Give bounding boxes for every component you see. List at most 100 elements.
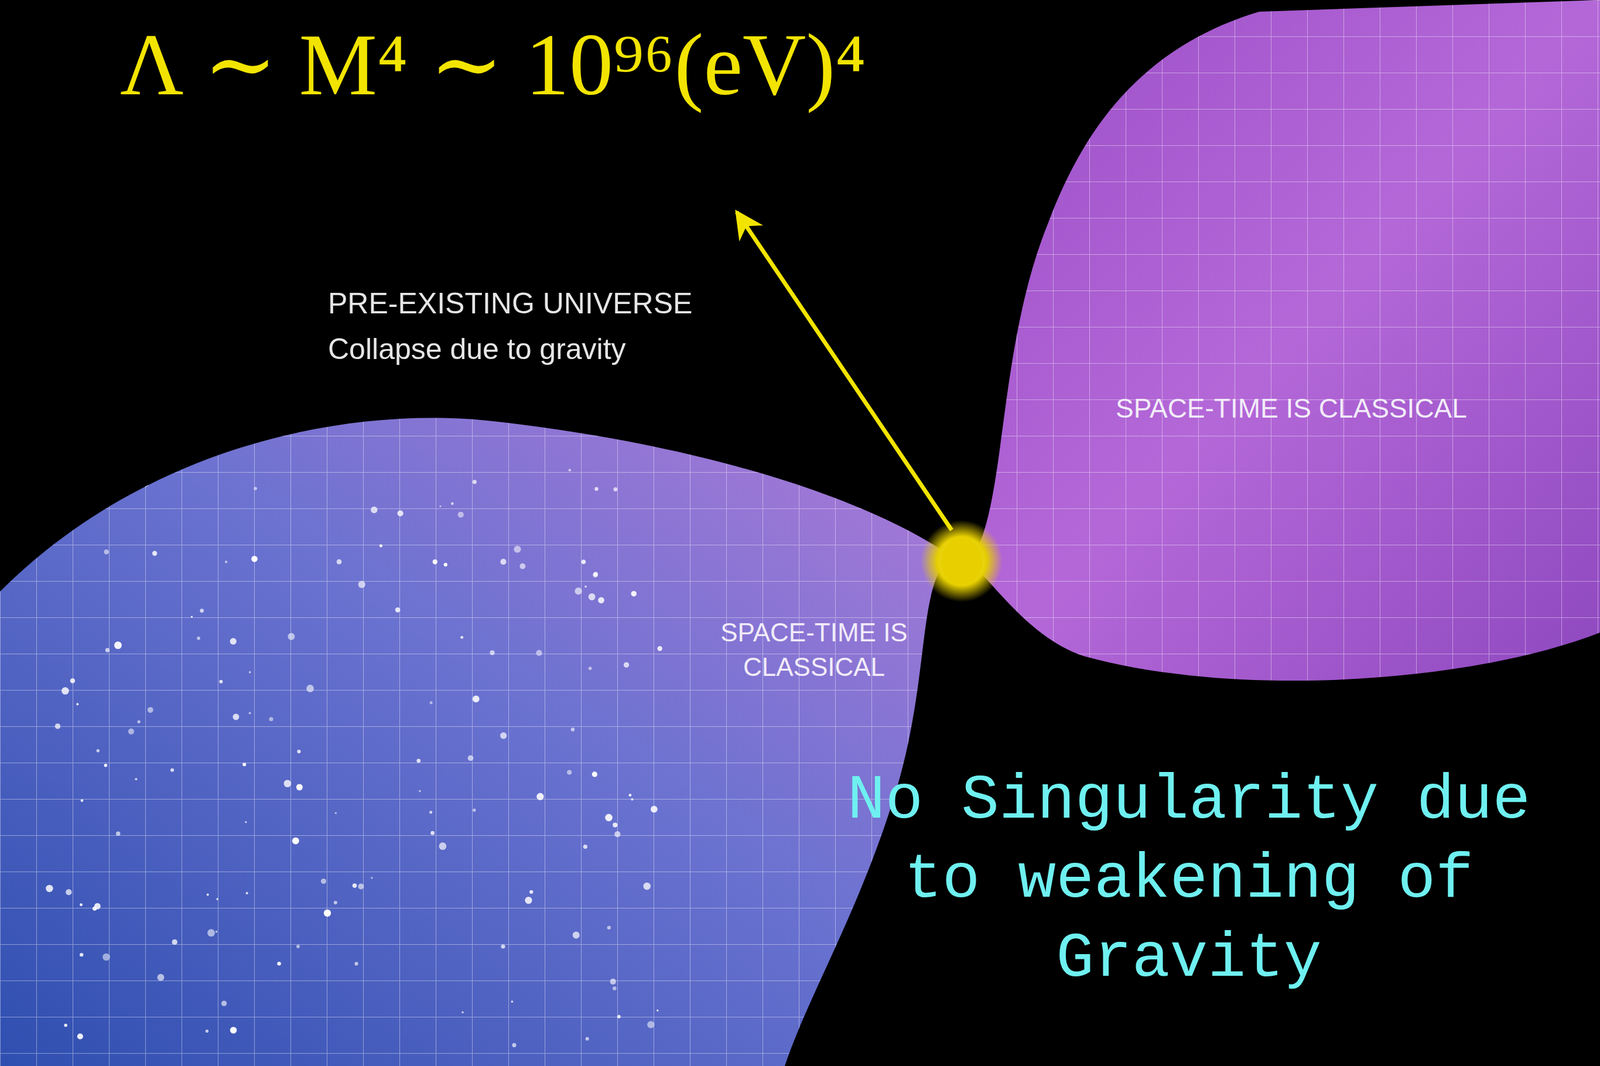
- galaxy-dot: [103, 549, 109, 555]
- galaxy-dot: [268, 716, 273, 721]
- galaxy-dot: [352, 883, 358, 888]
- galaxy-dot: [585, 1037, 590, 1041]
- galaxy-dot: [395, 607, 401, 613]
- galaxy-dot: [656, 1009, 659, 1012]
- galaxy-dot: [370, 506, 378, 514]
- galaxy-dot: [500, 558, 507, 565]
- galaxy-dot: [152, 551, 157, 556]
- galaxy-dot: [623, 662, 629, 668]
- galaxy-dot: [333, 900, 338, 905]
- galaxy-dot: [50, 495, 58, 502]
- galaxy-dot: [607, 925, 611, 930]
- galaxy-dot: [489, 650, 495, 655]
- galaxy-dot: [510, 1000, 514, 1003]
- galaxy-dot: [46, 527, 51, 532]
- bounce-point: [940, 537, 983, 585]
- galaxy-dot: [242, 762, 246, 767]
- galaxy-dot: [357, 883, 364, 890]
- galaxy-dot: [647, 1020, 655, 1028]
- galaxy-dot: [460, 636, 464, 639]
- galaxy-dot: [500, 944, 505, 949]
- galaxy-dot: [80, 798, 84, 802]
- galaxy-dot: [617, 1014, 621, 1019]
- galaxy-dot: [287, 633, 295, 641]
- galaxy-dot: [166, 467, 172, 473]
- galaxy-dot: [370, 876, 374, 880]
- galaxy-dot: [429, 701, 433, 704]
- galaxy-dot: [568, 468, 572, 471]
- caption-heading: PRE-EXISTING UNIVERSE: [327, 285, 774, 321]
- galaxy-dot: [572, 931, 580, 939]
- galaxy-dot: [45, 884, 53, 892]
- galaxy-dot: [354, 961, 358, 966]
- galaxy-dot: [650, 805, 658, 813]
- galaxy-dot: [253, 486, 258, 491]
- bounce-point-glow: [920, 520, 1003, 603]
- galaxy-dot: [292, 837, 300, 845]
- pointer-arrow: [736, 212, 952, 531]
- galaxy-dot: [141, 480, 149, 488]
- galaxy-dot: [593, 572, 598, 577]
- galaxy-dot: [574, 587, 582, 595]
- galaxy-dot: [172, 939, 178, 945]
- galaxy-dot: [588, 593, 596, 601]
- galaxy-dot: [439, 505, 441, 508]
- galaxy-dot: [472, 479, 477, 484]
- galaxy-dot: [612, 986, 617, 991]
- galaxy-dot: [535, 650, 542, 656]
- galaxy-dot: [513, 545, 521, 553]
- galaxy-dot: [244, 821, 247, 823]
- galaxy-dot: [105, 647, 110, 652]
- galaxy-dot: [320, 878, 327, 884]
- galaxy-dot: [429, 810, 433, 814]
- galaxy-dot: [104, 763, 108, 768]
- galaxy-dot: [55, 723, 61, 729]
- galaxy-dot: [450, 502, 454, 506]
- galaxy-dot: [206, 893, 210, 897]
- galaxy-dot: [519, 563, 526, 570]
- galaxy-dot: [511, 1043, 516, 1048]
- galaxy-dot: [245, 891, 249, 895]
- galaxy-dot: [524, 896, 532, 904]
- galaxy-dot: [379, 544, 383, 547]
- galaxy-dot: [296, 783, 303, 791]
- galaxy-dot: [216, 897, 219, 901]
- galaxy-dot: [457, 511, 464, 518]
- galaxy-dot: [114, 641, 122, 649]
- galaxy-dot: [630, 590, 637, 597]
- galaxy-dot: [588, 666, 593, 670]
- galaxy-dot: [461, 1011, 464, 1014]
- galaxy-dot: [418, 790, 422, 793]
- galaxy-dot: [296, 749, 301, 754]
- galaxy-dot: [65, 889, 72, 895]
- region-label: SPACE-TIME IS CLASSICAL: [702, 614, 926, 685]
- galaxy-dot: [613, 487, 618, 492]
- galaxy-dot: [230, 637, 237, 645]
- region-label: SPACE-TIME IS CLASSICAL: [1115, 392, 1561, 425]
- galaxy-dot: [323, 909, 331, 917]
- galaxy-dot: [583, 844, 588, 849]
- galaxy-dot: [610, 978, 617, 985]
- galaxy-dot: [432, 559, 438, 564]
- galaxy-dot: [232, 713, 239, 721]
- galaxy-dot: [170, 768, 174, 772]
- note-label: No Singularity due to weakening of Gravi…: [790, 761, 1588, 999]
- galaxy-dot: [79, 903, 83, 907]
- galaxy-dot: [63, 1023, 67, 1027]
- right-universe-lobe: [937, 0, 1600, 715]
- galaxy-dot: [397, 510, 403, 516]
- galaxy-dot: [199, 608, 204, 613]
- galaxy-dot: [336, 559, 343, 565]
- galaxy-dot: [580, 559, 586, 564]
- galaxy-dot: [230, 1026, 237, 1034]
- galaxy-dot: [592, 771, 598, 777]
- galaxy-dot: [134, 777, 138, 781]
- galaxy-dot: [102, 953, 110, 961]
- galaxy-dot: [61, 686, 70, 695]
- galaxy-dot: [221, 1000, 227, 1006]
- galaxy-dot: [207, 928, 215, 937]
- galaxy-dot: [96, 749, 100, 752]
- galaxy-dot: [190, 615, 193, 618]
- galaxy-dot: [430, 831, 435, 836]
- galaxy-dot: [472, 808, 476, 812]
